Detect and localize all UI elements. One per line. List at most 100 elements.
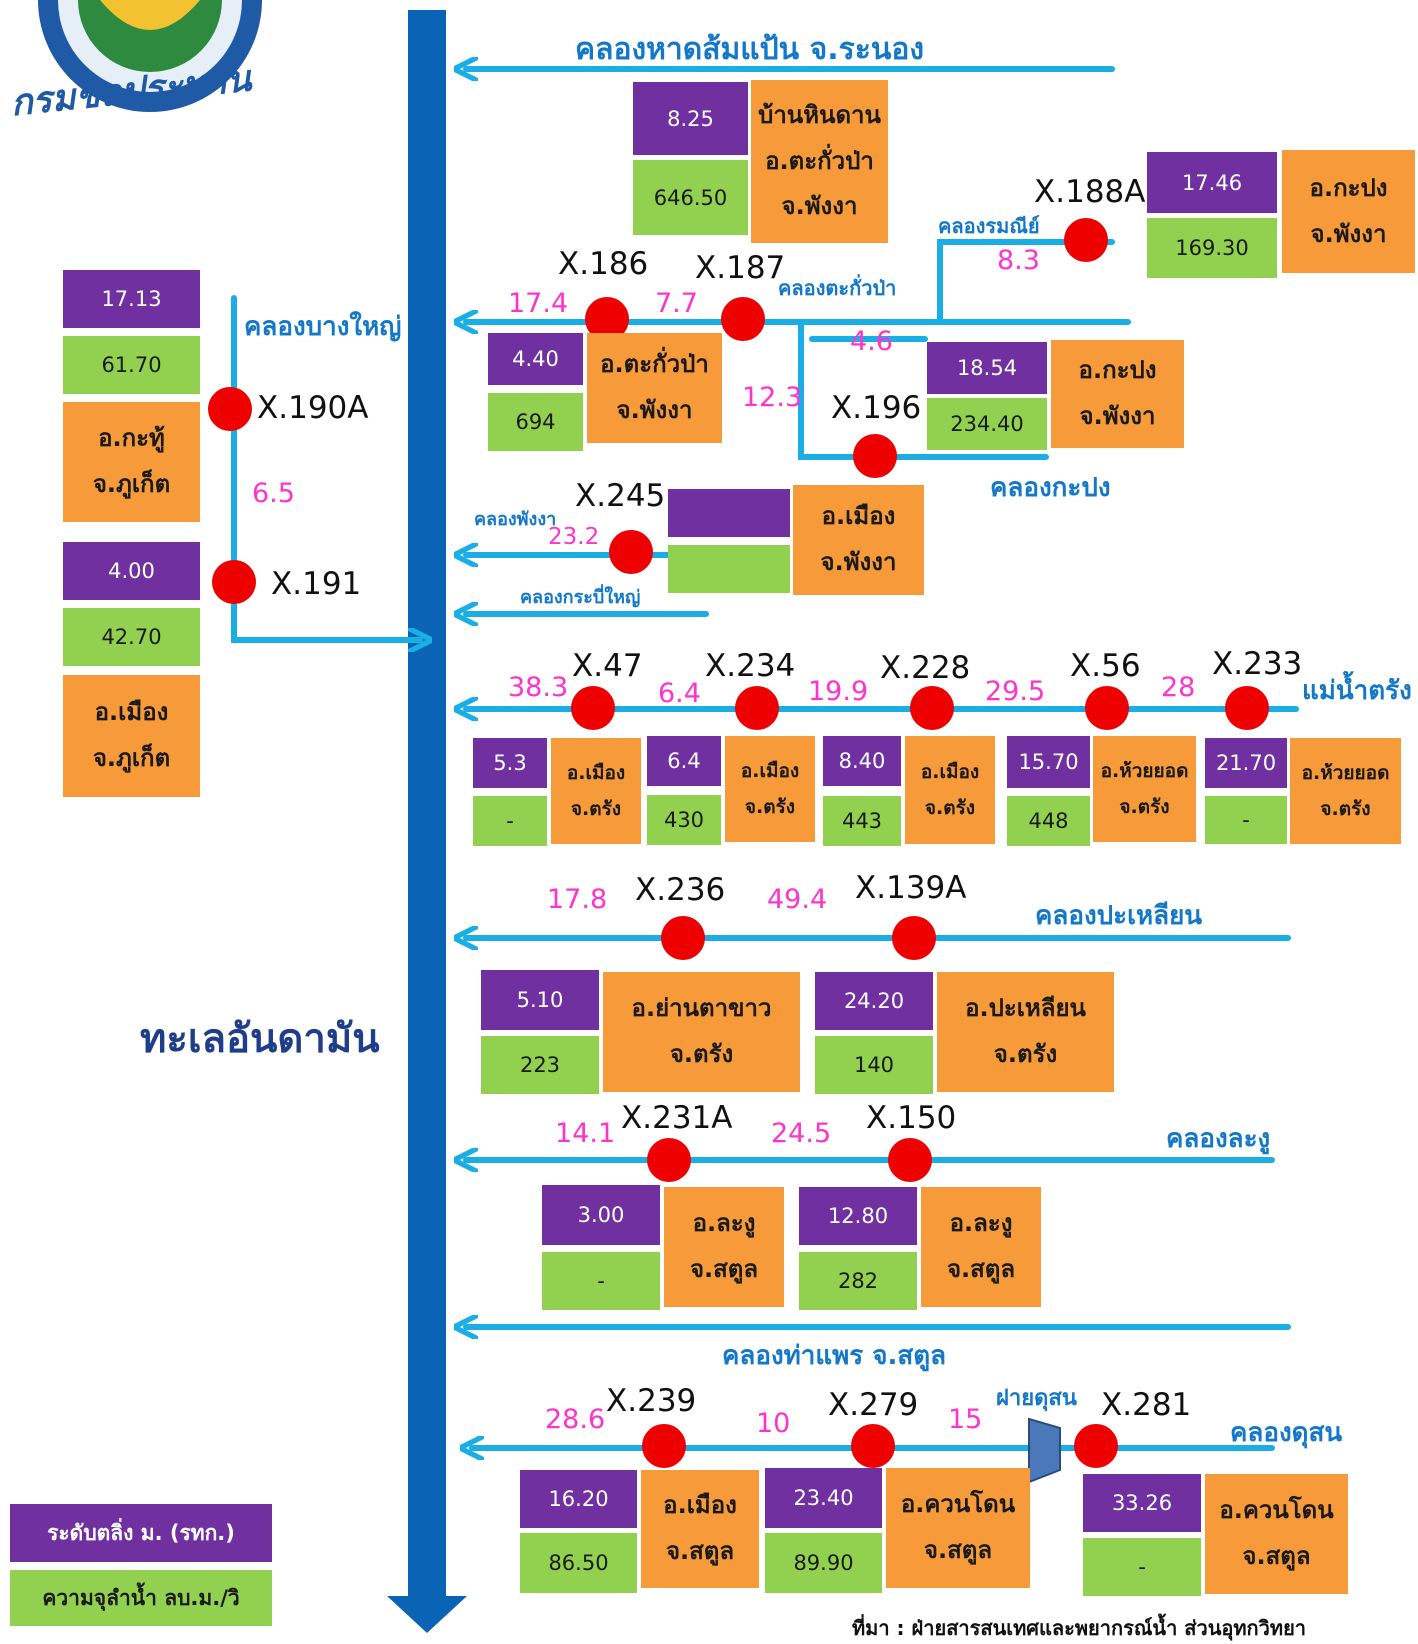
river-label-palian: คลองปะเหลียน (1035, 901, 1203, 931)
station-code: X.196 (831, 390, 922, 426)
distance-label: 17.4 (508, 288, 569, 319)
capacity-box: 169.30 (1147, 218, 1277, 278)
capacity-box: 234.40 (927, 398, 1047, 450)
bank-level-box: 12.80 (799, 1187, 917, 1245)
capacity-box: - (542, 1252, 660, 1310)
location-box: อ.ละงู จ.สตูล (921, 1187, 1041, 1307)
station-marker-x187[interactable] (721, 297, 765, 341)
bank-level-box: 17.13 (63, 270, 200, 328)
bank-level-box: 24.20 (815, 972, 933, 1030)
station-code: X.234 (705, 648, 796, 684)
bank-level-box: 15.70 (1007, 736, 1090, 788)
station-code: X.188A (1034, 174, 1146, 210)
capacity-box: 223 (481, 1036, 599, 1094)
source-note: ที่มา : ฝ่ายสารสนเทศและพยากรณ์น้ำ ส่วนอุ… (852, 1616, 1307, 1640)
station-code: X.231A (621, 1100, 733, 1136)
capacity-box: 646.50 (633, 160, 748, 235)
station-marker-x191[interactable] (212, 560, 256, 604)
station-marker-x196[interactable] (853, 434, 897, 478)
bank-level-box: 6.4 (647, 736, 721, 786)
location-box: อ.เมือง จ.ตรัง (725, 736, 815, 842)
location-box: อ.ห้วยยอด จ.ตรัง (1093, 736, 1196, 842)
river-label-langu: คลองละงู (1166, 1124, 1271, 1154)
capacity-box (668, 545, 790, 593)
station-marker-x233[interactable] (1225, 686, 1269, 730)
bank-level-box: 4.40 (488, 333, 583, 385)
station-code: X.228 (880, 650, 971, 686)
river-label-phangnga: คลองพังงา (474, 509, 557, 530)
distance-label: 6.4 (658, 678, 701, 709)
station-code: X.239 (606, 1383, 697, 1419)
station-marker-x279[interactable] (851, 1424, 895, 1468)
location-box: อ.ควนโดน จ.สตูล (1205, 1474, 1348, 1594)
capacity-box: 61.70 (63, 336, 200, 394)
location-box: อ.เมือง จ.พังงา (793, 485, 924, 595)
station-marker-x281[interactable] (1074, 1424, 1118, 1468)
river-label-krabiyai: คลองกระบี่ใหญ่ (520, 587, 641, 608)
capacity-box: 694 (488, 393, 583, 451)
distance-label: 17.8 (547, 884, 608, 915)
bank-level-box: 3.00 (542, 1185, 660, 1245)
river-label-kapong: คลองกะปง (990, 473, 1111, 503)
dusun-weir-icon (1028, 1417, 1061, 1484)
station-code: X.186 (558, 246, 649, 282)
bank-level-box: 33.26 (1083, 1474, 1201, 1532)
station-code: X.245 (575, 478, 666, 514)
river-label-rommanee: คลองรมณีย์ (938, 214, 1040, 238)
location-box: อ.ห้วยยอด จ.ตรัง (1290, 738, 1401, 844)
location-box: อ.เมือง จ.ตรัง (905, 736, 995, 844)
distance-label: 14.1 (555, 1118, 616, 1149)
distance-label: 12.3 (742, 382, 803, 413)
main-channel (408, 10, 446, 1600)
location-box: อ.ตะกั่วป่า จ.พังงา (587, 333, 722, 443)
bank-level-box: 5.3 (473, 738, 547, 788)
station-marker-x47[interactable] (571, 686, 615, 730)
capacity-box: 89.90 (765, 1533, 882, 1593)
distance-label: 4.6 (850, 326, 893, 357)
river-label-thaphae: คลองท่าแพร จ.สตูล (722, 1341, 947, 1371)
station-code: X.56 (1070, 648, 1141, 684)
station-code: X.233 (1212, 646, 1303, 682)
distance-label: 23.2 (548, 524, 600, 550)
capacity-box: - (473, 796, 547, 846)
station-marker-x239[interactable] (642, 1424, 686, 1468)
location-box: อ.ปะเหลียน จ.ตรัง (937, 972, 1114, 1092)
logo: กรมชลประทาน (0, 0, 290, 140)
station-code: X.279 (828, 1387, 919, 1423)
distance-label: 10 (756, 1408, 791, 1439)
location-box: อ.ควนโดน จ.สตูล (886, 1468, 1030, 1588)
main-channel-arrowhead (387, 1596, 467, 1633)
station-marker-x236[interactable] (661, 916, 705, 960)
station-marker-x231a[interactable] (647, 1138, 691, 1182)
location-box: อ.เมือง จ.ตรัง (551, 738, 641, 844)
bank-level-box: 8.40 (823, 736, 901, 786)
station-marker-x139a[interactable] (892, 916, 936, 960)
bank-level-box: 4.00 (63, 542, 200, 600)
station-marker-x150[interactable] (888, 1138, 932, 1182)
station-marker-x245[interactable] (609, 530, 653, 574)
location-box: อ.กะปง จ.พังงา (1282, 150, 1415, 273)
distance-label: 49.4 (767, 884, 828, 915)
capacity-box: 140 (815, 1036, 933, 1094)
station-code: X.139A (855, 870, 967, 906)
bank-level-box: 21.70 (1205, 738, 1287, 788)
bank-level-box: 16.20 (520, 1470, 637, 1528)
station-marker-x234[interactable] (735, 686, 779, 730)
station-code: X.47 (572, 648, 643, 684)
river-label-hatsompaen: คลองหาดส้มแป้น จ.ระนอง (575, 32, 925, 67)
bank-level-box: 17.46 (1147, 152, 1277, 213)
station-marker-x56[interactable] (1085, 686, 1129, 730)
station-code: X.281 (1101, 1387, 1192, 1423)
bank-level-box: 18.54 (927, 342, 1047, 394)
river-kapong (798, 319, 1049, 460)
capacity-box: 282 (799, 1252, 917, 1310)
station-code: X.187 (695, 250, 786, 286)
station-marker-x188a[interactable] (1064, 218, 1108, 262)
capacity-box: 448 (1007, 796, 1090, 846)
station-code: X.150 (866, 1100, 957, 1136)
legend-bank-level: ระดับตลิ่ง ม. (รทก.) (10, 1504, 272, 1562)
station-marker-x190a[interactable] (208, 387, 252, 431)
station-code: X.191 (271, 566, 362, 602)
station-marker-x228[interactable] (910, 686, 954, 730)
river-label-dusun: คลองดุสน (1230, 1418, 1343, 1448)
